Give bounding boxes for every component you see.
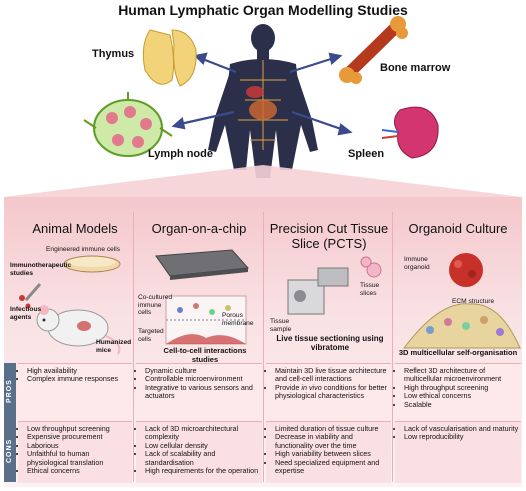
thymus-label: Thymus <box>92 48 135 60</box>
list-item: Laborious <box>27 441 132 450</box>
list-item: Maintain 3D live tissue architecture and… <box>275 366 391 384</box>
label-ecm-structure: ECM structure <box>452 298 495 305</box>
list-item: Lack of 3D microarchitectural complexity <box>145 424 262 442</box>
lymph-node-illustration <box>83 92 173 157</box>
cons-organoid: Lack of vascularisation and maturity Low… <box>395 421 521 483</box>
list-item: Reflect 3D architecture of multicellular… <box>404 366 521 384</box>
lymph-node-label: Lymph node <box>148 148 213 160</box>
label-cocultured-cells: Co-cultured immune cells <box>138 294 173 316</box>
list-item: Low ethical concerns <box>404 391 521 400</box>
cons-pcts: Limited duration of tissue culture Decre… <box>266 421 391 483</box>
organoid-illustration <box>402 253 521 349</box>
column-divider <box>133 212 134 482</box>
caption-live-sectioning: Live tissue sectioning using vibratome <box>276 334 384 352</box>
human-body-figure <box>208 24 318 178</box>
pros-animal-models: High availability Complex immune respons… <box>18 363 132 420</box>
list-item: Ethical concerns <box>27 466 132 475</box>
list-item: Integrative to various sensors and actua… <box>145 383 262 401</box>
pros-organoid: Reflect 3D architecture of multicellular… <box>395 363 521 420</box>
list-item: Low throughput screening <box>27 424 132 433</box>
vibratome-illustration <box>287 256 382 315</box>
list-item: High availability <box>27 366 132 375</box>
anatomy-illustration <box>83 16 439 178</box>
column-divider <box>392 212 393 482</box>
pros-organ-on-chip: Dynamic culture Controllable microenviro… <box>136 363 262 420</box>
list-item: Scalable <box>404 400 521 409</box>
caption-self-organisation: 3D multicellular self-organisation <box>398 348 518 357</box>
spleen-illustration <box>381 106 439 159</box>
cons-organ-on-chip: Lack of 3D microarchitectural complexity… <box>136 421 262 483</box>
label-porous-membrane: Porous membrane <box>222 312 254 327</box>
organ-arrows <box>171 52 353 136</box>
bone-marrow-label: Bone marrow <box>380 62 451 74</box>
heading-organ-on-chip: Organ-on-a-chip <box>151 221 247 236</box>
list-item: Need specialized equipment and expertise <box>275 458 391 476</box>
list-item: Unfaithful to human physiological transl… <box>27 450 132 467</box>
label-immune-organoid: Immune organoid <box>404 256 430 271</box>
chip-illustration <box>155 249 250 345</box>
heading-organoid-culture: Organoid Culture <box>408 221 508 236</box>
column-divider <box>263 212 264 482</box>
label-engineered-cells: Engineered immune cells <box>46 246 121 253</box>
label-humanized-mice: Humanized mice <box>96 339 132 354</box>
caption-cell-interactions: Cell-to-cell interactions studies <box>163 346 247 364</box>
label-tissue-sample: Tissue sample <box>270 318 292 333</box>
list-item: Limited duration of tissue culture <box>275 424 391 433</box>
pros-pcts: Maintain 3D live tissue architecture and… <box>266 363 391 420</box>
list-item: Controllable microenvironment <box>145 374 262 383</box>
list-item: High throughput screening <box>404 383 521 392</box>
label-tissue-slices: Tissue slices <box>360 282 380 297</box>
label-immunotherapeutic: Immunotherapeutic studies <box>10 262 72 277</box>
mouse-illustration <box>19 255 121 355</box>
list-item: High variability between slices <box>275 449 391 458</box>
cons-animal-models: Low throughput screening Expensive procu… <box>18 421 132 483</box>
label-targeted-cells: Targeted cells <box>138 328 164 343</box>
label-infectious-agents: Infectious agents <box>10 306 42 321</box>
list-item: Low cellular density <box>145 441 262 450</box>
heading-pcts: Precision Cut Tissue Slice (PCTS) <box>269 221 389 251</box>
spleen-label: Spleen <box>348 148 385 160</box>
list-item: Low reproducibility <box>404 432 521 441</box>
panel-fan-top <box>4 165 522 197</box>
thymus-illustration <box>142 29 197 87</box>
bone-marrow-illustration <box>339 16 408 84</box>
list-item: Lack of scalability and standardisation <box>145 450 262 467</box>
method-illustrations <box>19 249 521 355</box>
list-item: Complex immune responses <box>27 374 132 383</box>
list-item: Dynamic culture <box>145 366 262 375</box>
list-item: Decrease in viability and functionality … <box>275 433 391 450</box>
list-item: Lack of vascularisation and maturity <box>404 424 521 433</box>
heading-animal-models: Animal Models <box>32 221 118 236</box>
list-item: Expensive procurement <box>27 432 132 441</box>
figure-title: Human Lymphatic Organ Modelling Studies <box>118 2 408 18</box>
list-item: High requirements for the operation <box>145 466 262 475</box>
list-item: Provide in vivo conditions for better ph… <box>275 383 391 401</box>
